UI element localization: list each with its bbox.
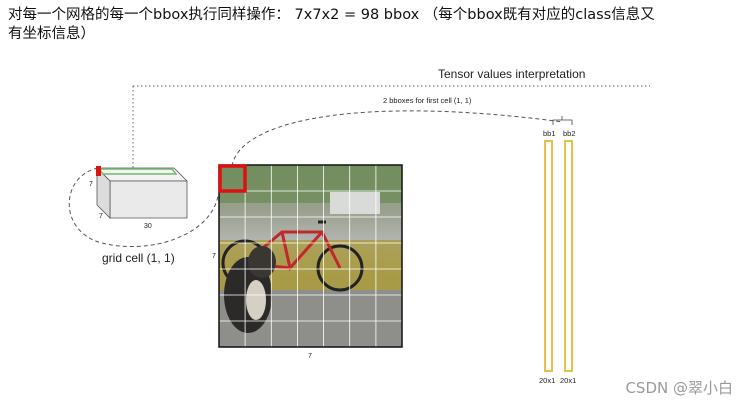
- cube-dim-depth: 30: [144, 223, 152, 230]
- grid-dim-bottom: 7: [308, 353, 312, 360]
- bbox-bracket: [552, 116, 573, 125]
- grid-cell-cube: [96, 166, 188, 219]
- cell-ellipse: [68, 167, 219, 247]
- caption: 对每一个网格的每一个bbox执行同样操作： 7x7x2 = 98 bbox （每…: [8, 6, 738, 44]
- cube-highlight: [96, 166, 101, 176]
- image-border: [218, 164, 403, 348]
- grid-dim-left: 7: [212, 253, 216, 260]
- bbox-link-arc: [231, 110, 564, 167]
- caption-line-1: 对每一个网格的每一个bbox执行同样操作： 7x7x2 = 98 bbox （每…: [8, 7, 655, 23]
- bboxes-label: 2 bboxes for first cell (1, 1): [383, 96, 472, 105]
- cube-stripe: [97, 168, 178, 175]
- bb2-label: bb2: [563, 129, 576, 138]
- bb2-size: 20x1: [560, 376, 576, 385]
- image-grid: [219, 165, 402, 347]
- caption-line-2: 有坐标信息）: [8, 26, 95, 42]
- tensor-title: Tensor values interpretation: [438, 67, 585, 81]
- highlighted-cell: [218, 164, 247, 193]
- bb1-size: 20x1: [539, 376, 555, 385]
- bb2-vector: [564, 140, 573, 372]
- cube-dim-left: 7: [89, 181, 93, 188]
- input-image: [219, 165, 402, 347]
- grid-cell-label: grid cell (1, 1): [102, 251, 175, 265]
- background-car: [330, 192, 380, 214]
- bb1-label: bb1: [543, 129, 556, 138]
- cube-dim-bottom: 7: [99, 213, 103, 220]
- bb1-vector: [544, 140, 553, 372]
- watermark: CSDN @翠小白: [625, 379, 733, 397]
